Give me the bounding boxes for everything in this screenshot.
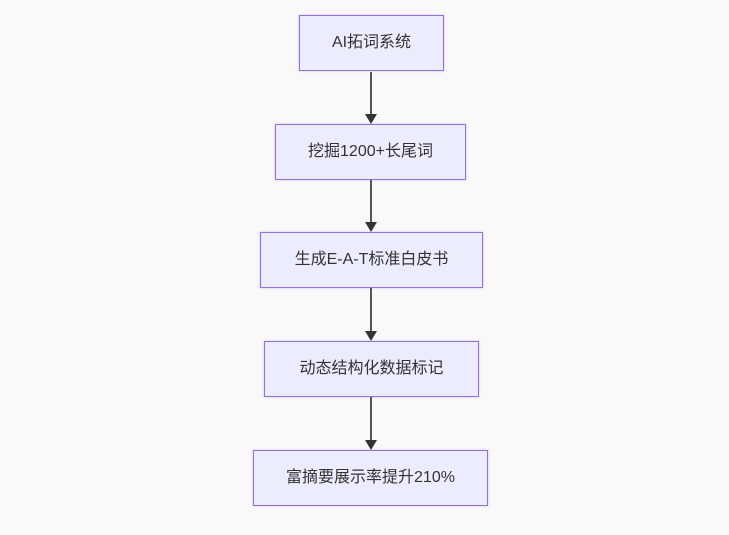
edge-line-4: [370, 397, 372, 440]
arrow-down-icon: [365, 222, 377, 232]
flow-node-eat-whitepaper: 生成E-A-T标准白皮书: [260, 232, 483, 288]
flow-node-structured-data: 动态结构化数据标记: [264, 341, 479, 397]
flow-node-label: AI拓词系统: [331, 34, 412, 52]
edge-line-3: [370, 288, 372, 331]
edge-line-2: [370, 180, 372, 222]
flow-node-label: 动态结构化数据标记: [299, 360, 444, 378]
flow-node-rich-snippet-result: 富摘要展示率提升210%: [253, 450, 488, 506]
flow-node-longtail-mining: 挖掘1200+长尾词: [275, 124, 466, 180]
arrow-down-icon: [365, 114, 377, 124]
flow-node-ai-word-expansion: AI拓词系统: [299, 15, 444, 71]
flow-node-label: 生成E-A-T标准白皮书: [294, 251, 449, 269]
flow-node-label: 挖掘1200+长尾词: [308, 143, 433, 161]
flow-node-label: 富摘要展示率提升210%: [286, 469, 455, 487]
edge-line-1: [370, 72, 372, 114]
arrow-down-icon: [365, 331, 377, 341]
arrow-down-icon: [365, 440, 377, 450]
